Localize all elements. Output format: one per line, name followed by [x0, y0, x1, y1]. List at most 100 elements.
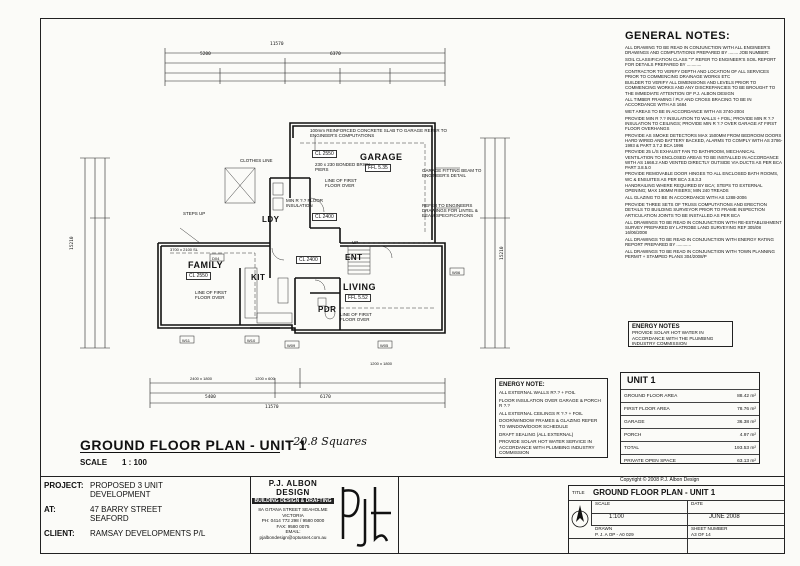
plan-title: GROUND FLOOR PLAN - UNIT 1	[80, 437, 307, 453]
note-line-first-floor-2: LINE OF FIRST FLOOR OVER	[195, 290, 227, 300]
ldy-cl: CL 2400	[312, 213, 337, 221]
note-line-first-floor: LINE OF FIRST FLOOR OVER	[325, 178, 357, 188]
general-note: ALL GLAZING TO BE IN ACCORDANCE WITH AS …	[625, 194, 747, 200]
dim-top-b: 6370	[330, 52, 341, 57]
handwritten-note: - 20.8 Squares	[286, 435, 367, 448]
area-value: 193.53 m²	[734, 445, 756, 451]
general-note: ALL TIMBER FRAMING / PLY AND CROSS BRACI…	[625, 97, 752, 108]
area-row: GROUND FLOOR AREA 88.42 m²	[621, 390, 759, 403]
copyright: Copyright © 2008 P.J. Albon Design	[620, 477, 700, 483]
note-line-first-floor-3: LINE OF FIRST FLOOR OVER	[340, 312, 372, 322]
general-note: ALL DRAWING TO BE READ IN CONJUNCTION WI…	[625, 45, 771, 56]
client-label: CLIENT:	[44, 529, 75, 538]
general-note: CONTRACTOR TO VERIFY DEPTH AND LOCATION …	[625, 68, 770, 79]
designer-address: 8A GITANA STREET SEAHOLME VICTORIA	[258, 507, 328, 518]
dim-left-total: 15210	[70, 236, 75, 250]
area-label: GROUND FLOOR AREA	[624, 393, 678, 399]
general-note: HANDRAILING WHERE REQUIRED BY BCA; STEPS…	[625, 183, 763, 194]
dim-overall-bottom: 11570	[265, 405, 279, 410]
energy-note-list-title: ENERGY NOTE:	[499, 382, 545, 388]
designer-block: P.J. ALBON DESIGN BUILDING DESIGN & DRAF…	[252, 479, 334, 541]
general-note: WET AREAS TO BE IN ACCORDANCE WITH AS 37…	[625, 109, 745, 114]
room-family: FAMILY	[188, 260, 224, 270]
note-insulation: MIN R ?.? FLOOR INSULATION	[286, 198, 324, 208]
divider	[250, 476, 251, 554]
area-value: 78.76 m²	[737, 406, 756, 412]
project-value: PROPOSED 3 UNIT DEVELOPMENT	[90, 481, 163, 499]
svg-text:1200 x 600: 1200 x 600	[255, 376, 276, 381]
dim-right-total: 15210	[500, 246, 505, 260]
svg-text:3700 x 2100 SL: 3700 x 2100 SL	[170, 247, 199, 252]
designer-tagline: BUILDING DESIGN & DRAFTING	[252, 498, 334, 504]
at-value: 47 BARRY STREET SEAFORD	[90, 505, 163, 523]
designer-email: EMAIL: pjalbondesign@optusnet.com.au	[259, 529, 327, 540]
general-note: PROVIDE AS SMOKE DETECTORS MAX 1500mm FR…	[625, 132, 783, 148]
note-slab: 100mm REINFORCED CONCRETE SLAB TO GARAGE…	[310, 128, 447, 138]
energy-note-item: DOOR/WINDOW FRAMES & GLAZING REFER TO WI…	[499, 418, 598, 429]
energy-note-item: FLOOR INSULATION OVER GARAGE & PORCH R ?…	[499, 397, 601, 409]
project-info: PROJECT:PROPOSED 3 UNIT DEVELOPMENT AT:4…	[44, 481, 249, 538]
general-note: PROVIDE REMOVABLE DOOR HINGES TO ALL ENC…	[625, 171, 779, 182]
dim-bottom-a: 5400	[205, 395, 216, 400]
general-note: ALL DRAWINGS TO BE READ IN CONJUNCTION W…	[625, 248, 775, 259]
drawn-value: P. J. A OP - A0 029	[595, 532, 634, 537]
designer-phone: PH: 0414 772 298 / 9580 0000	[261, 518, 325, 524]
area-value: 36.38 m²	[737, 419, 756, 425]
dim-top-a: 5200	[200, 52, 211, 57]
svg-text:W10: W10	[247, 338, 256, 343]
area-value: 4.97 m²	[739, 432, 756, 438]
area-label: PORCH	[624, 432, 642, 438]
room-living: LIVING	[343, 282, 377, 292]
note-steps-up: STEPS UP	[183, 211, 206, 216]
scale-label: SCALE	[80, 458, 108, 467]
energy-note-list: ENERGY NOTE: ALL EXTERNAL WALLS R?.? + F…	[495, 378, 608, 458]
note-clothes-line: CLOTHES LINE	[240, 158, 273, 163]
area-schedule: UNIT 1 GROUND FLOOR AREA 88.42 m² FIRST F…	[620, 372, 760, 464]
area-row: GARAGE 36.38 m²	[621, 416, 759, 429]
svg-text:W11: W11	[182, 338, 191, 343]
designer-logo	[341, 487, 391, 547]
project-label: PROJECT:	[44, 481, 84, 490]
energy-note-item: ALL EXTERNAL WALLS R?.? + FOIL	[499, 390, 576, 395]
scale-value: 1 : 100	[122, 458, 147, 467]
room-kit: KIT	[251, 273, 266, 282]
general-note: PROVIDE 25 L/S EXHAUST FAN TO BATHROOM, …	[625, 149, 782, 170]
general-note: PROVIDE THREE SETS OF TRUSS COMPUTATIONS…	[625, 201, 767, 212]
room-ldy: LDY	[262, 215, 280, 224]
dim-overall-top: 11570	[270, 42, 284, 47]
room-garage: GARAGE	[360, 152, 403, 162]
room-pdr: PDR	[318, 305, 337, 314]
svg-text:W06: W06	[452, 270, 461, 275]
area-schedule-title: UNIT 1	[621, 373, 759, 390]
title-label: TITLE	[572, 490, 585, 495]
note-fitting-beam: GARAGE FITTING BEAM TO ENGINEER'S DETAIL	[422, 168, 482, 178]
north-arrow-icon	[571, 505, 589, 528]
title-block: TITLE GROUND FLOOR PLAN - UNIT 1 SCALE 1…	[568, 485, 785, 554]
energy-note-item: DRAFT SEALING (ALL EXTERNAL)	[499, 431, 574, 437]
svg-text:W09: W09	[287, 343, 296, 348]
scale-label-tb: SCALE	[595, 501, 611, 506]
area-label: TOTAL	[624, 445, 640, 451]
svg-text:W05: W05	[380, 343, 389, 348]
general-notes-title: GENERAL NOTES:	[625, 30, 731, 42]
area-row: PORCH 4.97 m²	[621, 429, 759, 442]
divider	[398, 476, 399, 554]
plan-title-underline	[80, 452, 280, 453]
energy-notes-box-title: ENERGY NOTES	[632, 324, 680, 330]
scale-value-tb: 1:100	[609, 514, 625, 520]
area-value: 88.42 m²	[737, 393, 756, 399]
area-label: GARAGE	[624, 419, 645, 425]
energy-notes-box-text: PROVIDE SOLAR HOT WATER IN ACCORDANCE WI…	[632, 330, 714, 347]
area-value: 63.13 m²	[737, 458, 756, 464]
sheet-border	[40, 18, 785, 554]
area-row: TOTAL 193.53 m²	[621, 442, 759, 455]
general-note: ALL DRAWINGS TO BE READ IN CONJUNCTION W…	[625, 237, 774, 248]
room-ent: ENT	[345, 253, 363, 262]
general-notes: GENERAL NOTES: ALL DRAWING TO BE READ IN…	[625, 30, 783, 261]
dim-bottom-b: 6170	[320, 395, 331, 400]
garage-ffl: FFL 5.35	[365, 164, 391, 172]
title-value: GROUND FLOOR PLAN - UNIT 1	[593, 488, 716, 497]
